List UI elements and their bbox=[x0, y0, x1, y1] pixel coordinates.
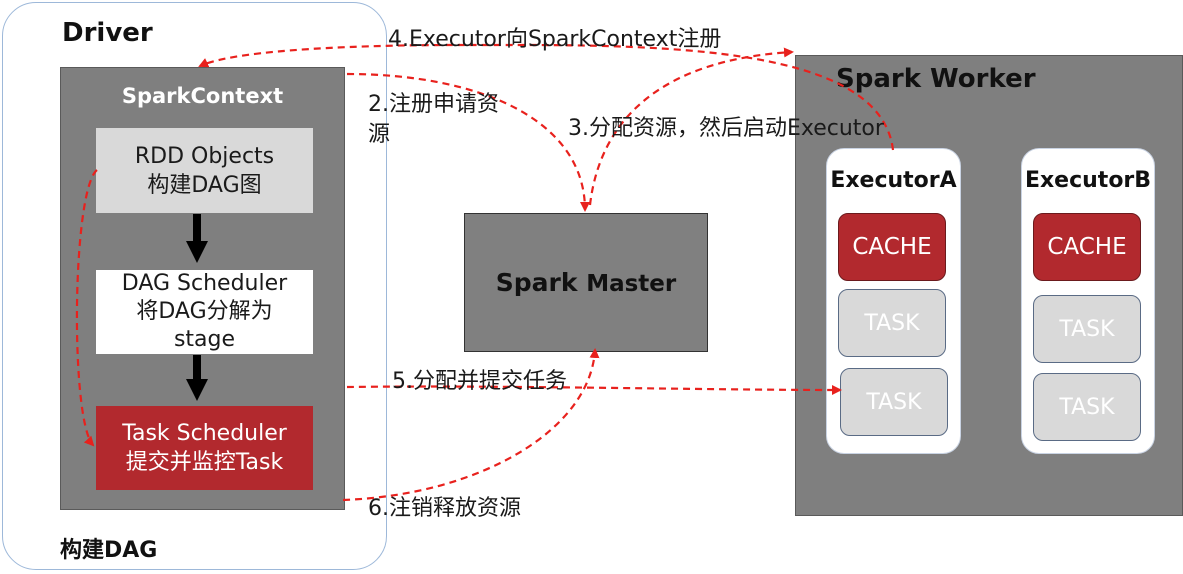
executor-b-cache: CACHE bbox=[1033, 213, 1141, 281]
rdd-line-2: 构建DAG图 bbox=[147, 172, 262, 198]
task-scheduler-box: Task Scheduler 提交并监控Task bbox=[96, 406, 313, 490]
executor-a-title: ExecutorA bbox=[830, 168, 957, 193]
master-label-a: Spark bbox=[495, 268, 578, 297]
driver-footer: 构建DAG bbox=[60, 538, 158, 563]
step6-label: 6.注销释放资源 bbox=[368, 496, 521, 521]
master-label-b: Master bbox=[586, 271, 677, 297]
executor-b-title: ExecutorB bbox=[1024, 168, 1152, 193]
step3-arrow bbox=[588, 47, 794, 206]
executor-b-task-2: TASK bbox=[1033, 373, 1141, 441]
step5-arrow bbox=[346, 384, 842, 395]
rdd-line-1: RDD Objects bbox=[134, 143, 275, 169]
dag-scheduler-box: DAG Scheduler 将DAG分解为 stage bbox=[96, 270, 313, 354]
dag-line-1: DAG Scheduler bbox=[121, 271, 288, 296]
step2-label-line2: 源 bbox=[368, 122, 391, 147]
step2-label-line1: 2.注册申请资 bbox=[368, 92, 499, 117]
dag-line-2: 将DAG分解为 bbox=[136, 299, 273, 324]
executor-b-task-1: TASK bbox=[1033, 295, 1141, 363]
step2-arrow bbox=[346, 72, 590, 212]
rdd-objects-box: RDD Objects 构建DAG图 bbox=[96, 128, 313, 213]
executor-a-task-2: TASK bbox=[840, 368, 948, 436]
spark-context-title: SparkContext bbox=[121, 84, 284, 108]
step6-arrow bbox=[342, 348, 600, 502]
spark-master-box: Spark Master bbox=[464, 213, 708, 352]
dag-line-3: stage bbox=[173, 327, 236, 352]
task-scheduler-line-2: 提交并监控Task bbox=[125, 450, 284, 475]
left-curve-arrow bbox=[75, 169, 98, 447]
driver-title: Driver bbox=[62, 18, 153, 48]
executor-a-task-1: TASK bbox=[838, 289, 946, 357]
step3-label: 3.分配资源，然后启动Executor bbox=[568, 116, 884, 141]
step4-label: 4.Executor向SparkContext注册 bbox=[388, 27, 722, 52]
step4-arrow bbox=[198, 43, 895, 151]
step5-label: 5.分配并提交任务 bbox=[392, 369, 567, 394]
task-scheduler-line-1: Task Scheduler bbox=[122, 421, 287, 446]
executor-a-cache: CACHE bbox=[838, 213, 946, 281]
spark-worker-title: Spark Worker bbox=[836, 64, 1036, 94]
